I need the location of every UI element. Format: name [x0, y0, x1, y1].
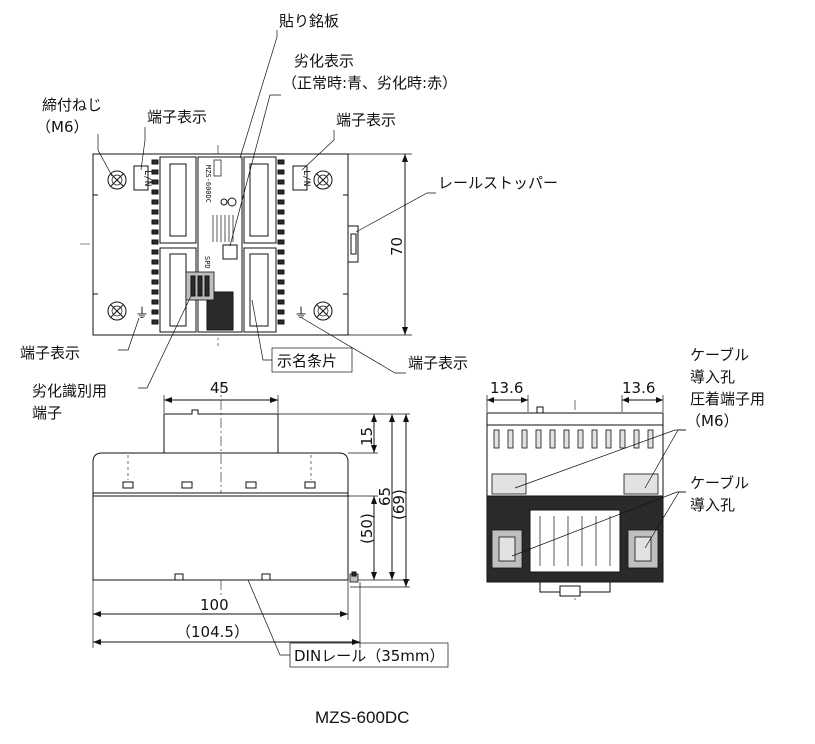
side-view: 13.6 13.6 ケーブル 導入孔 圧着端子用 （M6） ケーブル 導入孔 [486, 346, 765, 600]
label-marker-strip: 示名条片 [277, 352, 337, 370]
label-degradation-id-terminal: 劣化識別用 [32, 382, 107, 400]
dim-50: (50) [358, 513, 376, 544]
top-view: L/N L/N ⏚ ⏚ MZS-600DC SPD [80, 145, 412, 346]
screw-icon [313, 170, 333, 190]
dim-69: (69) [390, 489, 408, 520]
dim-13-6-right: 13.6 [622, 379, 655, 397]
dim-width-45: 45 [210, 379, 229, 397]
cooling-fins [151, 159, 285, 325]
model-small-text: MZS-600DC [204, 165, 212, 203]
label-nameplate: 貼り銘板 [279, 12, 339, 30]
dim-15: 15 [358, 427, 376, 446]
cable-entry-crimp [623, 473, 659, 495]
front-top-section [163, 409, 279, 453]
dim-width-104-5: （104.5） [176, 623, 249, 641]
label-rail-stopper: レールストッパー [438, 174, 558, 192]
label-terminal-display-bottom-right: 端子表示 [408, 354, 468, 372]
label-tightening-screw: 締付ねじ [42, 96, 102, 114]
label-degradation-display-note: （正常時:青、劣化時:赤） [282, 74, 457, 92]
screw-icon [107, 301, 127, 321]
label-terminal-display-top-left: 端子表示 [147, 108, 207, 126]
model-name: MZS-600DC [315, 708, 409, 727]
dim-height-70: 70 [388, 237, 406, 256]
top-view-annotations: 貼り銘板 劣化表示 （正常時:青、劣化時:赤） 締付ねじ （M6） 端子表示 端… [20, 12, 558, 422]
label-degradation-display: 劣化表示 [294, 52, 354, 70]
label-tightening-screw-size: （M6） [36, 118, 89, 136]
label-din-rail: DINレール（35mm） [294, 647, 445, 665]
label-cable-entry-crimp-2: 導入孔 [690, 368, 735, 386]
label-cable-entry-2: 導入孔 [690, 496, 735, 514]
label-cable-entry: ケーブル [690, 474, 749, 492]
spd-mark: SPD [203, 256, 211, 269]
screw-icon [107, 170, 127, 190]
dim-13-6-left: 13.6 [490, 379, 523, 397]
label-terminal-display-left: 端子表示 [20, 344, 80, 362]
terminal-ln-mark: L/N [142, 170, 152, 186]
dim-65: 65 [376, 487, 394, 506]
cable-entry-crimp [491, 473, 527, 495]
screw-icon [313, 301, 333, 321]
label-terminal-display-top-right: 端子表示 [336, 111, 396, 129]
label-degradation-id-terminal-2: 端子 [32, 404, 62, 422]
front-main-body [92, 492, 349, 581]
dim-width-100: 100 [200, 596, 229, 614]
ground-icon: ⏚ [294, 306, 308, 322]
terminal-ln-mark: L/N [301, 170, 311, 186]
degradation-indicator [222, 244, 238, 260]
front-view: 45 100 （104.5） [92, 379, 449, 668]
label-cable-entry-crimp-3: 圧着端子用 [690, 390, 765, 408]
ground-icon: ⏚ [135, 306, 149, 322]
label-cable-entry-crimp: ケーブル [690, 346, 749, 364]
label-cable-entry-crimp-4: （M6） [686, 412, 739, 430]
